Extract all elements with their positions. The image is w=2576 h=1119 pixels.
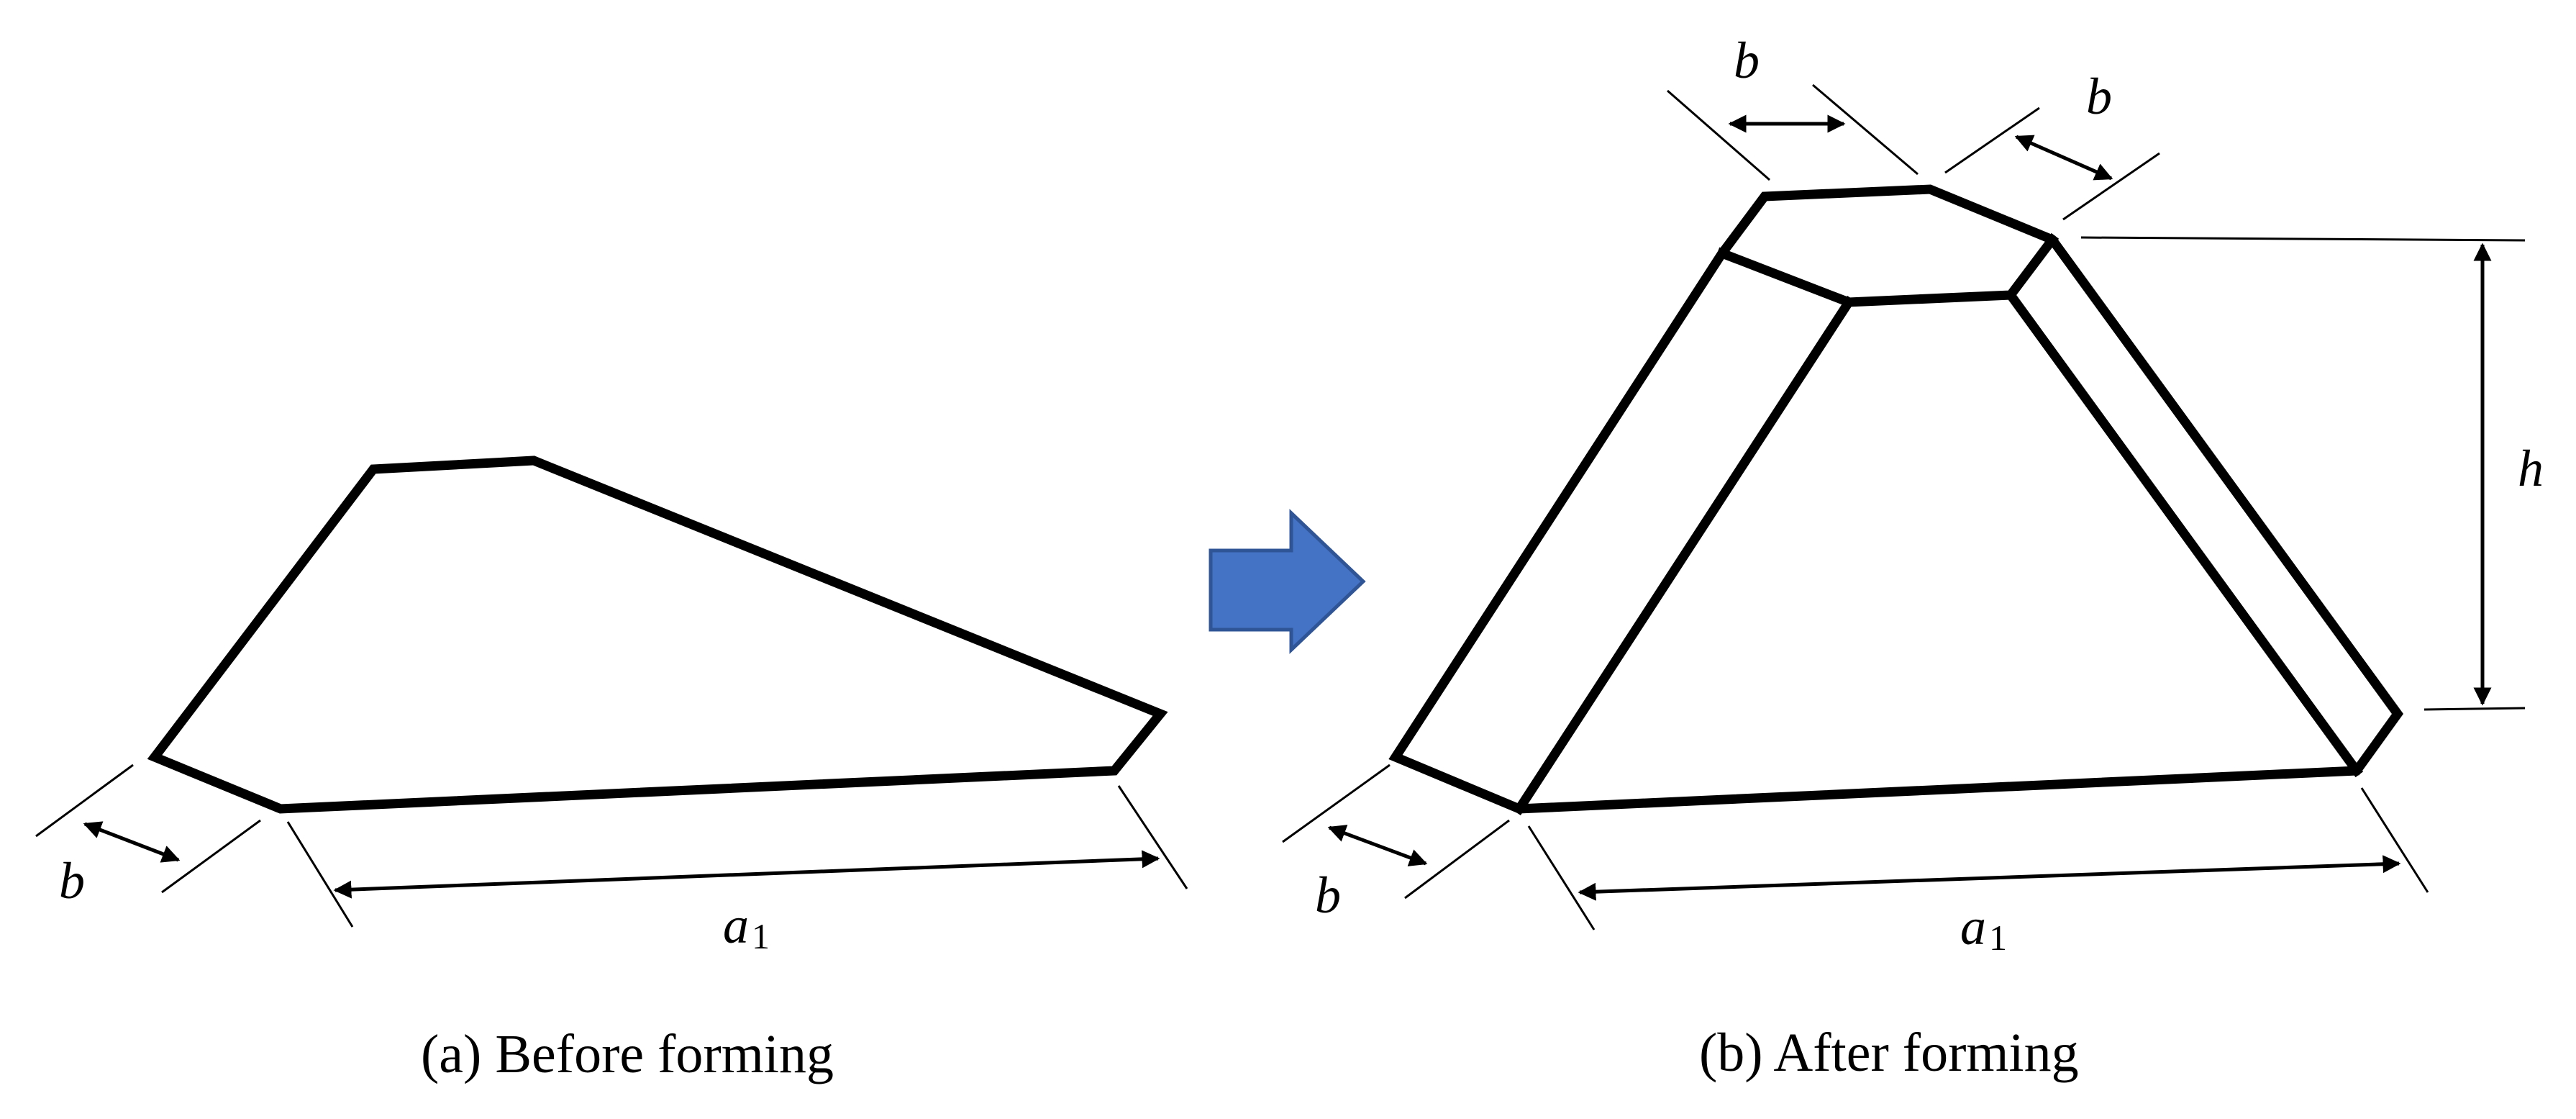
- caption-b: (b) After forming: [1699, 1023, 2079, 1083]
- inner-fold-lines: [1716, 232, 2060, 307]
- a1-extension-line-right: [2360, 787, 2429, 893]
- h-label: h: [2518, 440, 2544, 497]
- a1-label: a: [723, 897, 749, 954]
- b-extension-line-outer: [35, 764, 134, 838]
- forming-direction-arrow: [1209, 509, 1366, 654]
- flat-blank-outline: [147, 456, 1168, 814]
- panel-a-before-forming: b a 1 (a) Before forming: [35, 456, 1188, 1084]
- b-bottom-extension-outer: [1282, 764, 1391, 843]
- b-top-left-label: b: [1734, 32, 1760, 89]
- b-extension-line-inner: [161, 819, 261, 894]
- b-top-right-extension-inner: [2062, 152, 2160, 221]
- left-flange-fold: [1513, 296, 1855, 815]
- b-bottom-label: b: [1315, 866, 1341, 924]
- b-bottom-dimension-arrow: [1327, 825, 1428, 866]
- a1-label: a: [1960, 898, 1986, 956]
- a1-extension-line-right: [1117, 785, 1188, 889]
- a1-dimension-arrow: [333, 850, 1160, 899]
- h-extension-line-top: [2080, 236, 2526, 242]
- b-bottom-extension-inner: [1404, 819, 1510, 900]
- formed-part-outline: [1388, 184, 2404, 814]
- right-flange-fold: [2003, 288, 2364, 778]
- b-label: b: [59, 852, 85, 910]
- a1-extension-line-left: [286, 821, 354, 928]
- h-extension-line-bottom: [2423, 707, 2526, 711]
- a1-extension-line-left: [1527, 825, 1596, 930]
- a1-label-subscript: 1: [752, 916, 770, 956]
- caption-a: (a) Before forming: [421, 1024, 834, 1084]
- a1-label-subscript: 1: [1989, 918, 2007, 958]
- b-top-left-extension-outer: [1667, 89, 1770, 181]
- b-top-right-extension-outer: [1944, 107, 2040, 174]
- panel-b-after-forming: b b b h a 1 (b) After forming: [1282, 32, 2544, 1083]
- b-top-right-label: b: [2086, 68, 2112, 125]
- a1-dimension-arrow: [1578, 855, 2401, 901]
- b-top-left-extension-inner: [1812, 83, 1919, 176]
- b-dimension-arrow: [83, 821, 181, 863]
- b-top-right-dimension-arrow: [2014, 135, 2113, 181]
